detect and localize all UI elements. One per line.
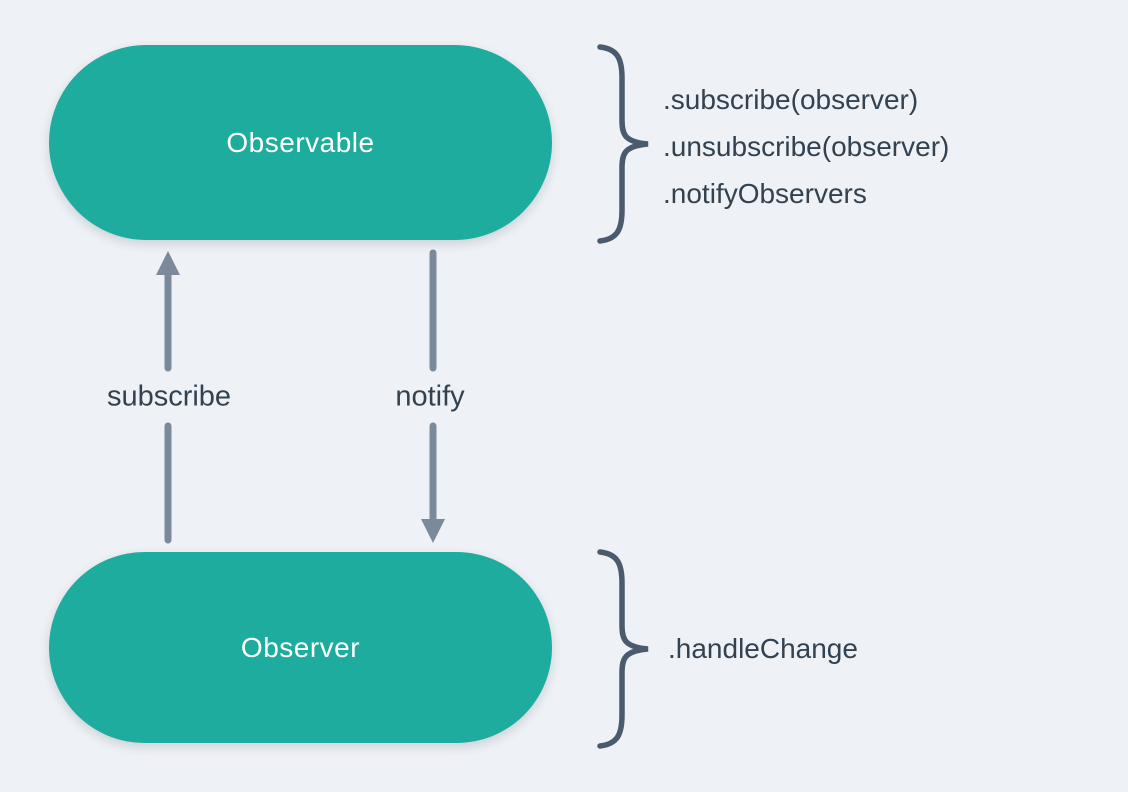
- observable-methods-list: .subscribe(observer) .unsubscribe(observ…: [663, 76, 949, 217]
- observer-node-label: Observer: [240, 631, 361, 663]
- subscribe-arrowhead-up: [156, 251, 180, 275]
- method-line: .subscribe(observer): [663, 84, 919, 115]
- observer-brace-icon: [597, 549, 649, 749]
- observer-methods-list: .handleChange: [668, 625, 858, 672]
- observable-node-label: Observable: [226, 126, 375, 158]
- observable-node: Observable: [49, 45, 552, 240]
- observer-node: Observer: [49, 552, 552, 743]
- notify-edge-label: notify: [395, 380, 465, 413]
- observable-brace-icon: [597, 44, 649, 244]
- method-line: .unsubscribe(observer): [663, 131, 950, 162]
- subscribe-edge-label: subscribe: [106, 380, 232, 413]
- notify-arrowhead-down: [421, 519, 445, 543]
- method-line: .handleChange: [668, 633, 858, 664]
- method-line: .notifyObservers: [663, 178, 867, 209]
